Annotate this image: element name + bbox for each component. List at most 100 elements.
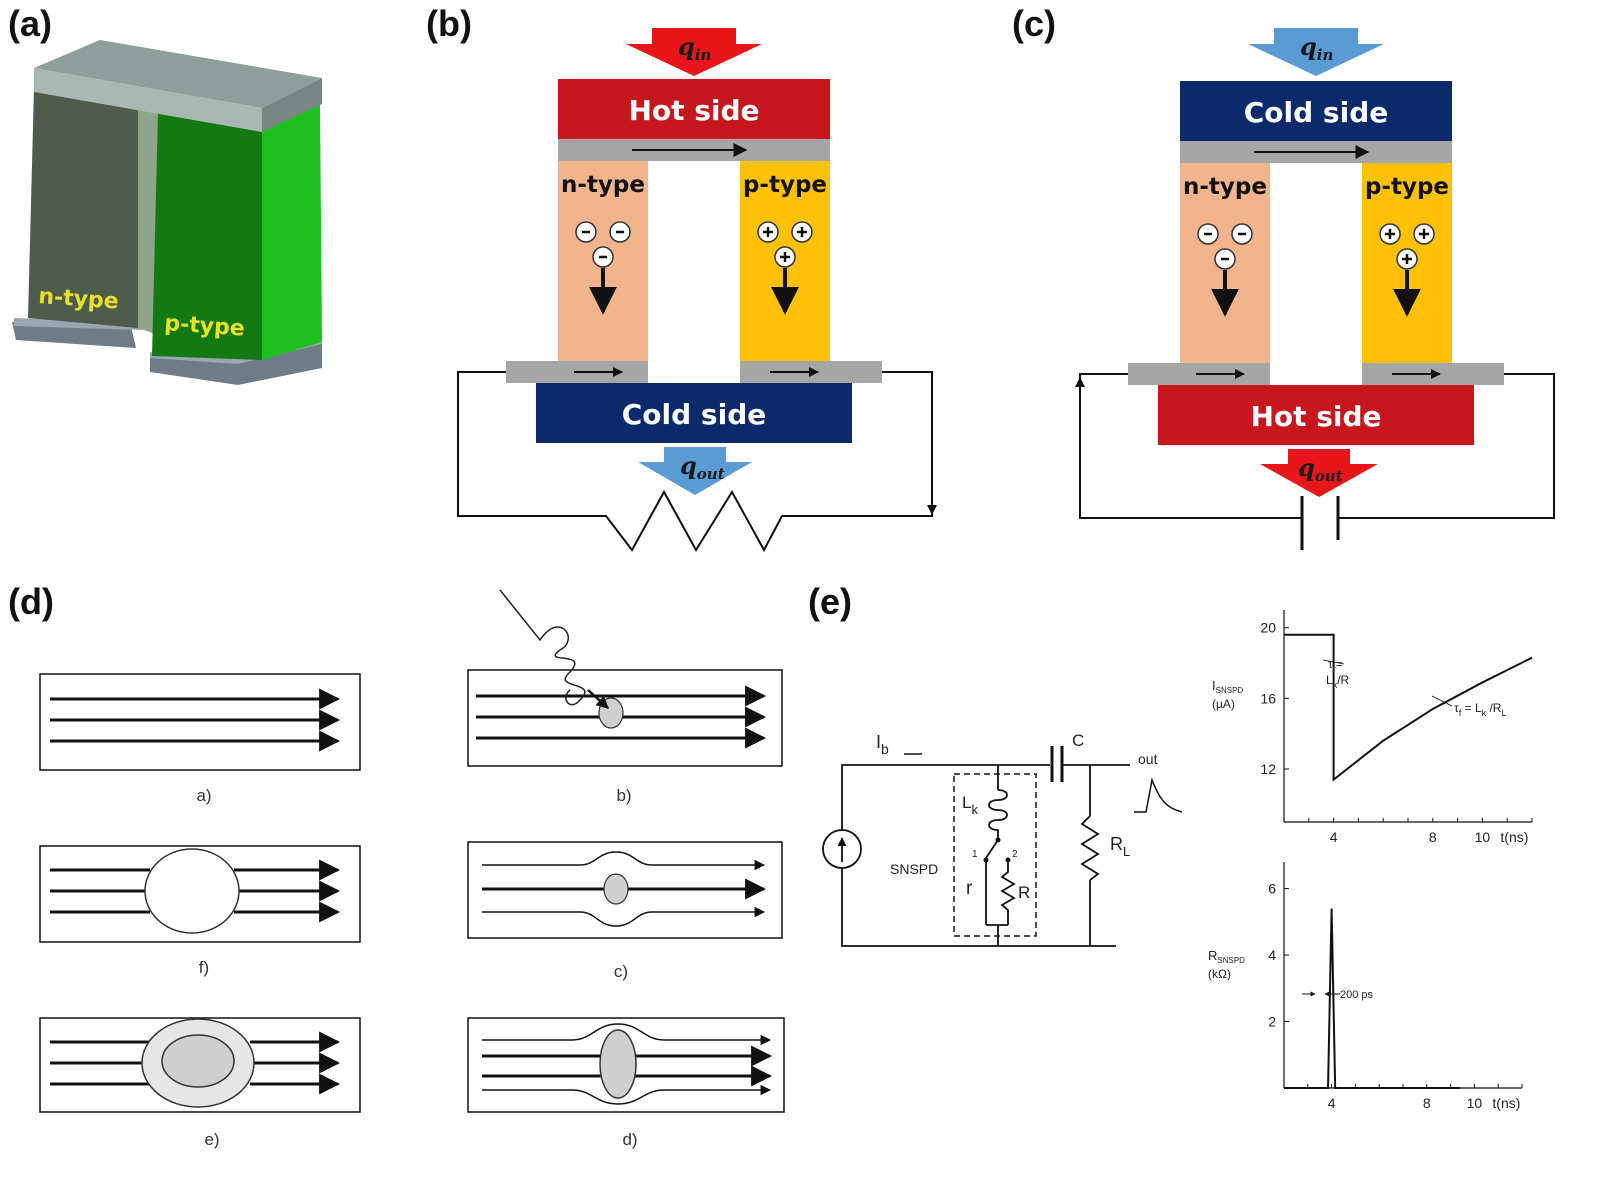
caption-e: e) <box>204 1130 219 1149</box>
normal-region-f <box>144 848 240 934</box>
fall-time-annot: τf = Lk /RL <box>1454 701 1506 718</box>
flux-box-a <box>39 673 361 771</box>
cold-side-plate-c <box>1180 81 1452 141</box>
r-big-label: R <box>1018 883 1030 902</box>
resistance-plot-ytick-label: 2 <box>1268 1014 1276 1030</box>
switch-contact-2 <box>1005 857 1011 863</box>
load-circuit-c <box>1079 373 1302 519</box>
hotspot-d <box>599 1029 637 1099</box>
capacitor-label: C <box>1072 731 1084 750</box>
q-out-arrow-b <box>638 447 752 495</box>
module-p-label: p-type <box>164 311 246 342</box>
caption-b: b) <box>616 786 631 805</box>
resistance-plot-series-line <box>1284 908 1461 1089</box>
caption-c: c) <box>614 962 628 981</box>
flux-lines-e <box>50 1031 341 1095</box>
switch-1-label: 1 <box>972 849 978 860</box>
cold-side-label-c: Cold side <box>1244 96 1388 129</box>
resistance-plot: 6 4 2 4 8 10 t(ns) <box>1268 862 1523 1111</box>
photon-path-b <box>499 589 586 706</box>
panel-b: (b) qin Hot side n-type p-type <box>426 3 937 553</box>
switch-2-label: 2 <box>1012 849 1018 860</box>
current-plot-ytick-label: 20 <box>1260 620 1276 636</box>
current-plot: 20 16 12 4 8 10 t(ns) <box>1260 610 1533 845</box>
resistance-plot-xtick-label: 8 <box>1423 1095 1431 1111</box>
hot-side-label-c: Hot side <box>1250 400 1381 433</box>
resistance-plot-xunit-label: t(ns) <box>1492 1095 1520 1111</box>
snspd-circuit <box>841 764 1130 947</box>
current-plot-ytick-label: 16 <box>1260 690 1276 706</box>
current-plot-ylabel: ISNSPD <box>1212 678 1243 695</box>
panel-c: (c) qin Cold side n-type p-type H <box>1012 3 1555 550</box>
rise-annot-leader <box>1322 659 1345 665</box>
out-label: out <box>1138 751 1158 767</box>
rise-time-annot: τr= <box>1328 657 1343 674</box>
module-foot-left-top <box>14 318 142 330</box>
panel-b-label: (b) <box>426 3 472 44</box>
hot-side-plate-c <box>1158 385 1474 445</box>
q-out-arrow-c <box>1260 449 1378 497</box>
flux-curve-c-bottom <box>482 906 766 927</box>
flux-curve-c-top <box>482 851 766 871</box>
resistance-plot-ytick-label: 4 <box>1268 947 1276 963</box>
module-foot-right-top <box>150 338 322 364</box>
q-out-text-b: qout <box>680 451 725 483</box>
panel-d: (d) a) b) f) c) <box>8 581 785 1149</box>
panel-a-label: (a) <box>8 3 52 44</box>
cold-side-plate-b <box>536 383 852 443</box>
hotspot-c <box>603 873 629 905</box>
module-top-bar-top <box>34 40 322 108</box>
q-in-arrow-b <box>626 28 762 76</box>
lk-label: Lk <box>962 793 978 817</box>
resistance-plot-xtick-label: 10 <box>1467 1095 1483 1111</box>
module-top-bar-side <box>262 78 322 132</box>
current-plot-xtick-label: 4 <box>1330 829 1338 845</box>
output-pulse <box>1134 777 1183 813</box>
module-n-leg <box>28 88 138 328</box>
switch-blade <box>985 839 999 859</box>
q-in-text-c: qin <box>1300 32 1333 64</box>
q-in-text-b: qin <box>678 32 711 64</box>
load-circuit-b <box>457 371 933 553</box>
hole-plus-c <box>1385 229 1429 264</box>
electron-minus-b <box>582 230 624 259</box>
current-plot-xtick-label: 10 <box>1475 829 1491 845</box>
resistance-plot-xtick-label: 4 <box>1328 1095 1336 1111</box>
p-leg-label-c: p-type <box>1365 174 1449 200</box>
r-small-label: r <box>966 878 973 899</box>
rl-label: RL <box>1110 834 1130 859</box>
module-n-label: n-type <box>38 284 120 315</box>
pulse-width-label: 200 ps <box>1340 989 1374 1001</box>
n-leg-label-b: n-type <box>561 172 645 198</box>
flux-lines-f <box>50 859 341 923</box>
q-in-arrow-c <box>1248 28 1384 76</box>
snspd-dashed-box <box>953 773 1037 937</box>
cold-side-label-b: Cold side <box>622 398 766 431</box>
resistance-plot-yunit: (kΩ) <box>1208 967 1231 981</box>
module-p-leg-side <box>262 104 322 360</box>
hole-plus-b <box>763 227 807 262</box>
p-leg-label-b: p-type <box>743 172 827 198</box>
module-p-leg <box>152 112 262 360</box>
flux-curve-d-top <box>482 1023 772 1046</box>
fall-annot-leader <box>1431 695 1453 707</box>
n-leg-label-c: n-type <box>1183 174 1267 200</box>
current-plot-ytick-label: 12 <box>1260 761 1276 777</box>
flux-lines-a <box>50 688 341 752</box>
panel-e-label: (e) <box>808 581 852 622</box>
hotspot-core-e <box>161 1034 235 1088</box>
resistance-plot-ytick-label: 6 <box>1268 881 1276 897</box>
current-plot-series-line <box>1284 633 1533 782</box>
current-plot-xunit-label: t(ns) <box>1500 829 1528 845</box>
panel-c-label: (c) <box>1012 3 1056 44</box>
panel-a: (a) n-type p-type <box>8 3 322 385</box>
caption-a: a) <box>196 786 211 805</box>
panel-d-label: (d) <box>8 581 54 622</box>
kinetic-inductor <box>988 789 1008 838</box>
current-plot-xtick-label: 8 <box>1429 829 1437 845</box>
caption-d: d) <box>622 1130 637 1149</box>
current-plot-yunit: (µA) <box>1212 697 1235 711</box>
module-top-bar-front <box>34 68 262 132</box>
electron-minus-c <box>1204 232 1246 261</box>
